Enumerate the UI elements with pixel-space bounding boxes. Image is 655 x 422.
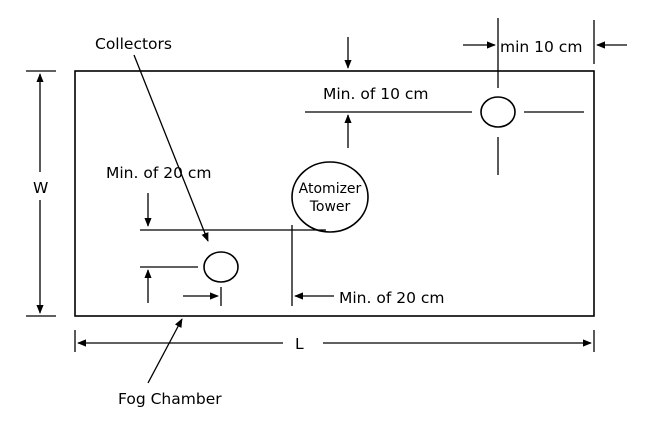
fog-chamber-label: Fog Chamber (118, 390, 222, 408)
min-of-20cm-left-dimension: Min. of 20 cm (106, 164, 326, 303)
width-label: W (33, 179, 48, 197)
min-of-20cm-left-label: Min. of 20 cm (106, 164, 212, 182)
atomizer-circle (291, 161, 369, 233)
min-of-10cm-vertical-dimension: Min. of 10 cm (323, 37, 429, 148)
collector-circle (203, 251, 239, 283)
length-dimension: L (74, 330, 595, 353)
atomizer-label-line1: Atomizer (299, 181, 362, 197)
fog-chamber-callout: Fog Chamber (118, 318, 222, 408)
top-right-collector (305, 18, 584, 175)
collectors-callout: Collectors (95, 35, 209, 242)
min-of-20cm-bottom-label: Min. of 20 cm (339, 289, 445, 307)
min-of-20cm-bottom-dimension: Min. of 20 cm (291, 225, 445, 307)
length-label: L (295, 335, 304, 353)
atomizer-tower: Atomizer Tower (291, 161, 369, 233)
collectors-label: Collectors (95, 35, 172, 53)
collector-circle (480, 96, 516, 128)
min-10cm-horizontal-dimension: min 10 cm (463, 20, 627, 64)
min-10cm-top-label: min 10 cm (500, 38, 582, 56)
bottom-left-collector (183, 251, 239, 306)
min-of-10cm-label: Min. of 10 cm (323, 85, 429, 103)
atomizer-label-line2: Tower (309, 199, 351, 215)
width-dimension: W (26, 70, 56, 317)
fog-chamber-rectangle (74, 70, 595, 317)
